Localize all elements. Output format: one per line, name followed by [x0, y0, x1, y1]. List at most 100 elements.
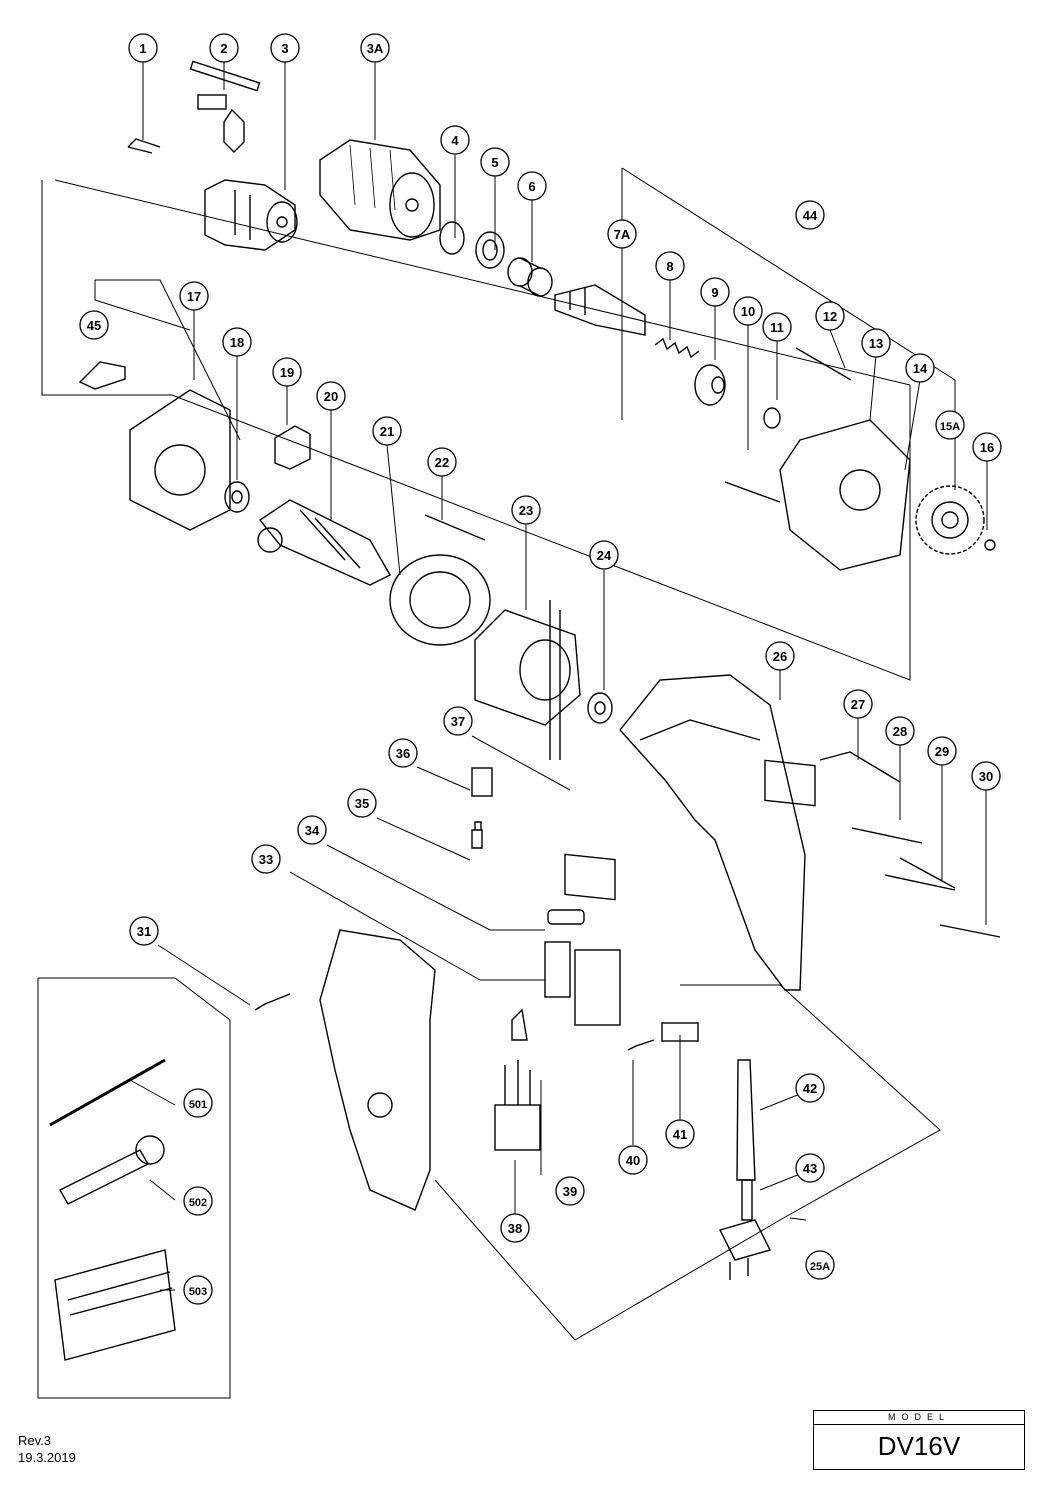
callout-label: 28 — [893, 724, 907, 739]
callout-label: 31 — [137, 924, 151, 939]
callout-circle — [885, 716, 915, 746]
callout-19: 19 — [272, 357, 302, 387]
callout-501: 501 — [183, 1088, 213, 1118]
keyed-chuck-3 — [204, 179, 298, 251]
callout-label: 26 — [773, 649, 787, 664]
label-26 — [764, 759, 816, 807]
spring-8 — [654, 337, 700, 359]
callout-label: 501 — [189, 1099, 207, 1111]
model-box: MODEL DV16V — [813, 1410, 1025, 1470]
capacitor-38 — [494, 1060, 541, 1151]
callout-label: 40 — [626, 1153, 640, 1168]
callout-circle — [347, 788, 377, 818]
callout-circle — [843, 689, 873, 719]
lead-27 — [819, 751, 901, 783]
callout-15A: 15A — [935, 410, 965, 440]
bearing-9 — [694, 364, 726, 406]
callout-label: 21 — [380, 424, 394, 439]
gear-cover-13 — [779, 419, 911, 571]
callout-label: 17 — [187, 289, 201, 304]
callout-circle — [815, 301, 845, 331]
callout-circle — [655, 251, 685, 281]
tapping-screw-31 — [254, 993, 291, 1011]
callout-label: 3A — [367, 41, 384, 56]
callout-label: 37 — [451, 714, 465, 729]
callout-circle — [618, 1145, 648, 1175]
callout-502: 502 — [183, 1186, 213, 1216]
callout-6: 6 — [517, 171, 547, 201]
callout-34: 34 — [297, 815, 327, 845]
inner-cover-17 — [129, 389, 231, 531]
callout-30: 30 — [971, 761, 1001, 791]
frame-line — [95, 279, 241, 441]
callout-5: 5 — [480, 147, 510, 177]
callout-27: 27 — [843, 689, 873, 719]
callout-label: 7A — [614, 227, 631, 242]
callout-23: 23 — [511, 495, 541, 525]
callout-circle — [440, 125, 470, 155]
callout-circle — [480, 147, 510, 177]
callout-9: 9 — [700, 277, 730, 307]
callout-label: 6 — [528, 179, 535, 194]
switch-33 — [544, 941, 621, 1026]
callout-circle — [795, 1153, 825, 1183]
callout-35: 35 — [347, 788, 377, 818]
callout-8: 8 — [655, 251, 685, 281]
callout-45: 45 — [79, 310, 109, 340]
callout-circle — [360, 33, 390, 63]
callout-label: 27 — [851, 697, 865, 712]
callout-circle — [905, 353, 935, 383]
retaining-ring-11 — [763, 407, 781, 429]
callout-label: 30 — [979, 769, 993, 784]
callout-label: 14 — [913, 361, 928, 376]
callout-label: 10 — [741, 304, 755, 319]
callout-41: 41 — [665, 1119, 695, 1149]
tapping-screw-40 — [627, 1039, 655, 1051]
callout-circle — [555, 1176, 585, 1206]
callout-label: 44 — [803, 208, 818, 223]
bearing-18 — [224, 481, 250, 513]
cord-group-line — [434, 984, 941, 1341]
callout-21: 21 — [372, 416, 402, 446]
callout-label: 35 — [355, 796, 369, 811]
callout-11: 11 — [762, 312, 792, 342]
bearing-24 — [587, 692, 613, 724]
callout-17: 17 — [179, 281, 209, 311]
frame-line — [94, 280, 191, 331]
callout-43: 43 — [795, 1153, 825, 1183]
accessory-frame — [37, 977, 231, 1399]
callout-36: 36 — [388, 738, 418, 768]
label-37 — [564, 853, 616, 901]
callout-circle — [511, 495, 541, 525]
model-name: DV16V — [877, 1431, 961, 1461]
callout-39: 39 — [555, 1176, 585, 1206]
screw-22 — [424, 514, 486, 541]
retaining-ring-4 — [439, 221, 465, 255]
callout-label: 41 — [673, 1127, 687, 1142]
brush-holder-36 — [471, 767, 493, 797]
callout-circle — [927, 736, 957, 766]
callout-circle — [251, 844, 281, 874]
spindle-7A — [554, 284, 646, 336]
callout-circle — [972, 432, 1002, 462]
lead-28 — [851, 827, 923, 844]
callout-circle — [183, 1275, 213, 1305]
callout-label: 5 — [491, 155, 498, 170]
callout-circle — [665, 1119, 695, 1149]
callout-10: 10 — [733, 296, 763, 326]
callout-label: 45 — [87, 318, 101, 333]
callout-circle — [372, 416, 402, 446]
frame-line — [41, 179, 911, 681]
carrying-case-503 — [54, 1249, 176, 1361]
knob-34 — [547, 909, 585, 925]
callout-label: 33 — [259, 852, 273, 867]
callout-circle — [607, 219, 637, 249]
callout-circle — [427, 447, 457, 477]
callout-label: 29 — [935, 744, 949, 759]
callout-circle — [129, 916, 159, 946]
gear-15A — [915, 485, 985, 555]
callout-26: 26 — [765, 641, 795, 671]
callout-25A: 25A — [805, 1250, 835, 1280]
